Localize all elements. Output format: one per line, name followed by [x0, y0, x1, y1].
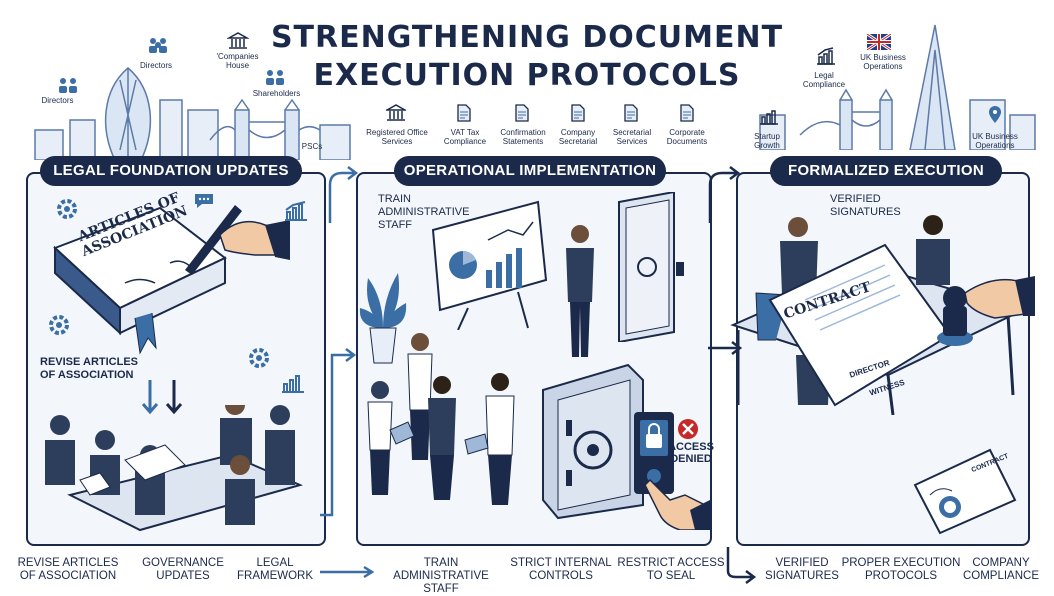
- chat-bubble-icon: [195, 194, 213, 208]
- plant-illustration: [359, 273, 407, 364]
- panel-heading-formalized: FORMALIZED EXECUTION: [770, 156, 1002, 186]
- main-title-line-2: EXECUTION PROTOCOLS: [313, 58, 741, 93]
- caption-strict-controls: STRICT INTERNAL CONTROLS: [510, 557, 612, 582]
- gear-icon: [249, 348, 269, 368]
- people-icon: [59, 78, 77, 93]
- caption-revise-articles: REVISE ARTICLES OF ASSOCIATION: [17, 557, 119, 582]
- inner-label-revise-articles: REVISE ARTICLES OF ASSOCIATION: [40, 356, 138, 381]
- uk-flag-icon: [867, 34, 891, 50]
- skyline-label-pscs: PSCs: [301, 142, 323, 151]
- flow-arrow-2-to-3-mid: [708, 341, 743, 355]
- bar-chart-icon: [285, 201, 307, 221]
- growth-chart-icon: [817, 47, 835, 65]
- panel-heading-operational: OPERATIONAL IMPLEMENTATION: [394, 156, 666, 186]
- service-confirmation-statements: Confirmation Statements: [500, 128, 546, 146]
- meeting-table-illustration: [45, 405, 303, 532]
- certificate-document-illustration: [913, 448, 1017, 535]
- articles-book-illustration: [53, 206, 227, 355]
- caption-verified-signatures: VERIFIED SIGNATURES: [765, 557, 839, 582]
- left-skyline: [34, 67, 351, 160]
- document-icon: [457, 104, 471, 122]
- document-icon: [624, 104, 638, 122]
- pointing-hand-icon: [644, 478, 710, 530]
- location-pin-icon: [989, 106, 1001, 123]
- vault-door-illustration: [618, 192, 684, 342]
- skyline-label-startup-growth: Startup Growth: [754, 132, 780, 150]
- flow-arrow-caption-2: [726, 547, 757, 584]
- caption-governance-updates: GOVERNANCE UPDATES: [142, 557, 224, 582]
- document-icon: [571, 104, 585, 122]
- denied-x-icon: [678, 419, 698, 439]
- caption-legal-framework: LEGAL FRAMEWORK: [236, 557, 314, 582]
- skyline-label-uk-business-operations: UK Business Operations: [972, 132, 1018, 150]
- caption-restrict-seal: RESTRICT ACCESS TO SEAL: [617, 557, 725, 582]
- presenter-figure: [566, 225, 594, 357]
- skyline-label-legal-compliance: Legal Compliance: [802, 71, 846, 89]
- service-registered-office: Registered Office Services: [366, 128, 428, 146]
- skyline-label-shareholders: Shareholders: [252, 89, 301, 98]
- flow-arrow-caption-1: [320, 565, 375, 579]
- skyline-label-companies-house: 'Companies House: [216, 52, 259, 70]
- inner-label-verified-signatures: VERIFIED SIGNATURES: [830, 193, 901, 218]
- skyline-label-directors: Directors: [41, 96, 74, 105]
- gear-icon: [57, 199, 77, 219]
- service-corporate-documents: Corporate Documents: [666, 128, 708, 146]
- pen-hand-icon: [185, 205, 290, 275]
- people-icon: [266, 70, 284, 85]
- document-icon: [680, 104, 694, 122]
- service-company-secretarial: Company Secretarial: [558, 128, 598, 146]
- document-icon: [515, 104, 529, 122]
- gear-icon: [49, 315, 69, 335]
- down-arrows-icon: [141, 380, 183, 415]
- caption-proper-execution: PROPER EXECUTION PROTOCOLS: [841, 557, 961, 582]
- staff-group-illustration: [367, 333, 515, 505]
- service-secretarial-services: Secretarial Services: [612, 128, 652, 146]
- growth-chart-icon: [760, 110, 778, 125]
- service-vat-tax: VAT Tax Compliance: [443, 128, 487, 146]
- seal-stamp-icon: [937, 276, 1035, 346]
- caption-company-compliance: COMPANY COMPLIANCE: [962, 557, 1040, 582]
- main-title-line-1: STRENGTHENING DOCUMENT: [270, 20, 784, 55]
- flow-arrow-1-to-2-top: [328, 166, 359, 223]
- access-denied-label: ACCESS DENIED: [668, 441, 714, 465]
- flow-arrow-2-to-3-top: [708, 166, 741, 223]
- building-columns-icon: [386, 104, 406, 121]
- building-columns-icon: [227, 32, 249, 49]
- skyline-label-uk-business-operations-top: UK Business Operations: [860, 53, 906, 71]
- flow-arrow-1-to-2-bottom: [320, 348, 357, 517]
- people-icon: [149, 38, 167, 53]
- caption-train-staff: TRAIN ADMINISTRATIVE STAFF: [393, 557, 489, 595]
- lock-keypad-icon: [634, 412, 674, 494]
- panel-heading-legal-foundation: LEGAL FOUNDATION UPDATES: [40, 156, 302, 186]
- skyline-label-directors-top: Directors: [139, 61, 172, 70]
- safe-illustration: [542, 363, 644, 520]
- inner-label-train-staff: TRAIN ADMINISTRATIVE STAFF: [378, 193, 470, 231]
- presentation-board-illustration: [431, 200, 548, 330]
- bar-chart-icon: [282, 375, 304, 393]
